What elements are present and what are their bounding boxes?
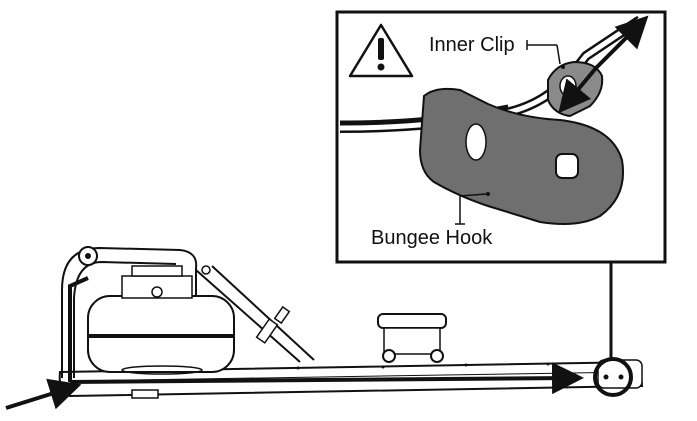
seat (377, 313, 447, 363)
warning-triangle-icon (348, 23, 414, 78)
water-tank (87, 265, 235, 375)
bungee-hook-label: Bungee Hook (371, 227, 493, 249)
detail-callout: Inner Clip Bungee Hook (335, 10, 667, 264)
rowing-machine (58, 246, 644, 399)
bungee-hook (418, 87, 624, 225)
direction-arrow-in (558, 66, 598, 114)
front-frame (61, 246, 198, 378)
direction-arrow-out (594, 15, 649, 70)
monitor-arm (195, 265, 315, 363)
bungee-cord-path (68, 276, 572, 382)
entry-arrow (5, 378, 82, 410)
rear-hook-highlight (593, 357, 633, 397)
inner-clip-label: Inner Clip (429, 34, 515, 56)
